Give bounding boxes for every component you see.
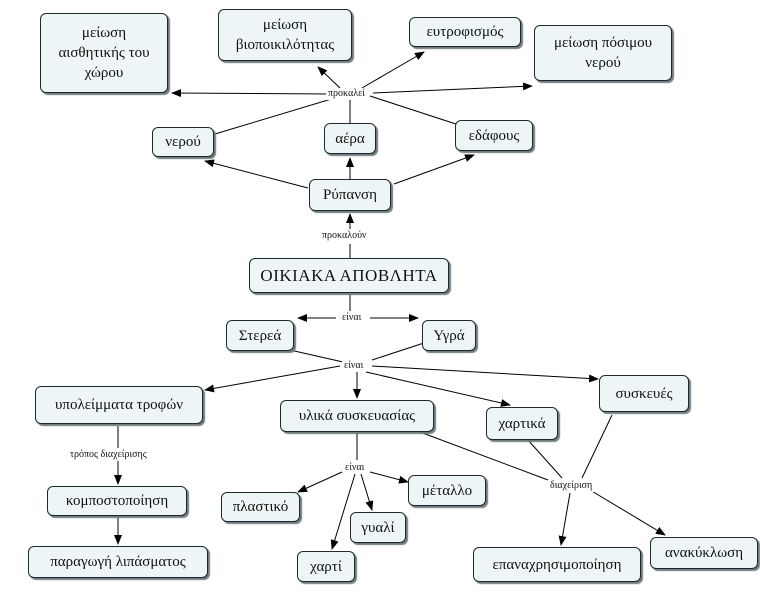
node-reuse[interactable]: επαναχρησιμοποίηση [473, 547, 641, 582]
edge-are-to-devices [371, 365, 599, 383]
edge-water-to-causes [214, 93, 349, 135]
node-devices[interactable]: συσκευές [599, 375, 689, 412]
node-packaging-materials[interactable]: υλικά συσκευασίας [280, 400, 434, 432]
node-air[interactable]: αέρα [324, 123, 376, 154]
edge-solids-to-are [289, 349, 344, 363]
edge-management-to-recycling [589, 489, 666, 536]
edge-are-to-paperproducts [365, 371, 511, 407]
edge-are-to-paper [330, 473, 356, 550]
edge-soil-to-causes [369, 95, 463, 127]
edge-causes-to-aesthetic [171, 89, 331, 98]
node-glass[interactable]: γυαλί [350, 512, 406, 543]
link-label-are-1: είναι [340, 312, 364, 324]
edge-packaging-to-management [419, 431, 549, 481]
node-pollution[interactable]: Ρύπανση [309, 179, 391, 211]
link-label-are-3: είναι [343, 462, 367, 474]
node-paper[interactable]: χαρτί [297, 551, 355, 582]
link-label-causes: προκαλεί [326, 88, 367, 100]
node-biodiversity-reduction[interactable]: μείωση βιοποικιλότητας [218, 9, 352, 61]
edge-devices-to-management [581, 414, 613, 479]
node-composting[interactable]: κομποστοποίηση [47, 486, 187, 516]
node-solids[interactable]: Στερεά [226, 320, 294, 351]
node-household-waste[interactable]: ΟΙΚΙΑΚΑ ΑΠΟΒΛΗΤΑ [249, 258, 449, 293]
edge-liquids-to-are [371, 340, 431, 361]
link-label-management-method: τρόπος διαχείρισης [68, 449, 149, 461]
node-food-leftovers[interactable]: υπολείμματα τροφών [35, 386, 203, 424]
edge-paperproducts-to-management [527, 439, 563, 479]
link-label-cause-plural: προκαλούν [320, 230, 369, 242]
node-fertilizer-production[interactable]: παραγωγή λιπάσματος [28, 546, 208, 578]
node-plastic[interactable]: πλαστικό [221, 492, 300, 522]
node-liquids[interactable]: Υγρά [422, 320, 476, 351]
edge-are-to-food [204, 365, 341, 393]
edge-pollution-to-soil [393, 154, 475, 185]
node-metal[interactable]: μέταλλο [408, 475, 486, 506]
edge-are-to-glass [360, 473, 374, 511]
node-drinking-water-reduction[interactable]: μείωση πόσιμου νερού [534, 25, 672, 81]
edge-are-to-plastic [297, 471, 343, 493]
node-aesthetic-reduction[interactable]: μείωση αισθητικής του χώρου [40, 13, 168, 93]
node-soil[interactable]: εδάφους [455, 120, 533, 151]
edge-are-to-metal [369, 471, 409, 484]
node-recycling[interactable]: ανακύκλωση [650, 537, 758, 569]
node-water[interactable]: νερού [152, 127, 214, 157]
link-label-management: διαχείριση [548, 480, 595, 492]
edge-causes-to-eutrophication [361, 51, 425, 89]
edge-management-to-reuse [558, 492, 571, 546]
edge-pollution-to-water [204, 159, 309, 189]
link-label-are-2: είναι [342, 360, 366, 372]
node-paper-products[interactable]: χαρτικά [486, 407, 558, 440]
edge-causes-to-drinking-water [372, 82, 533, 94]
node-eutrophication[interactable]: ευτροφισμός [409, 17, 521, 47]
edge-causes-to-biodiversity [317, 66, 341, 89]
